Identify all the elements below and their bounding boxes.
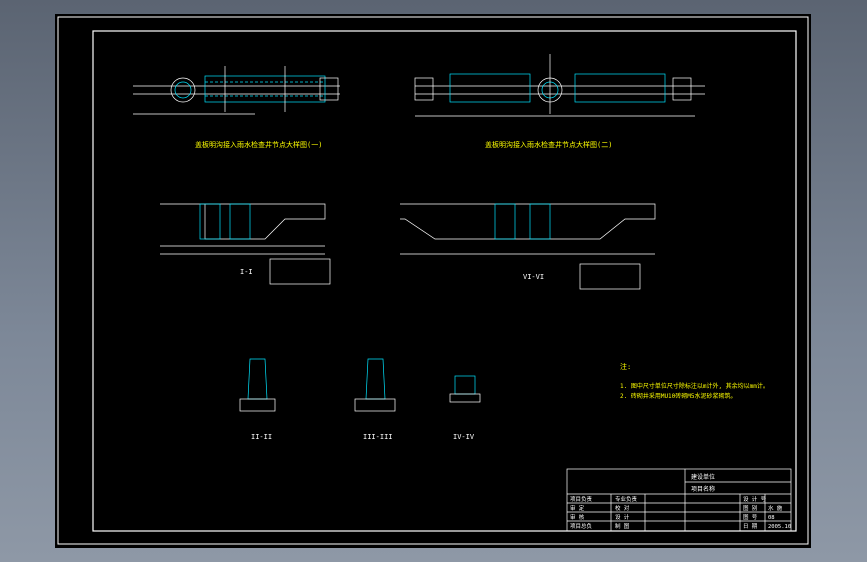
section-view-4 <box>449 375 481 403</box>
tb-cell: 设 计 <box>615 513 630 521</box>
section2-title: II-II <box>251 433 272 441</box>
drawing-label: 项目名称 <box>691 485 715 493</box>
outer-frame <box>57 16 809 545</box>
note-2: 2. 砖砌井采用MU10砖砌M5水泥砂浆砌筑。 <box>620 392 737 400</box>
section1-title: I-I <box>240 268 253 276</box>
section-view-3 <box>354 358 396 412</box>
tb-cell: 日 期 <box>743 523 758 530</box>
drawing-sheet: 盖板明沟接入雨水检查井节点大样图(一) 盖板明沟接入雨水检查井节点大样图(二) … <box>57 16 809 545</box>
tb-cell: 08 <box>768 515 775 521</box>
note-1: 1. 图中尺寸单位尺寸除标注以m计外, 其余均以mm计。 <box>620 382 769 390</box>
plan1-title: 盖板明沟接入雨水检查井节点大样图(一) <box>195 140 322 149</box>
tb-cell: 图 号 <box>743 513 758 521</box>
plan-view-1 <box>133 66 340 115</box>
inner-frame <box>92 30 797 532</box>
section6-title: VI-VI <box>523 273 544 281</box>
notes-heading: 注: <box>620 362 631 371</box>
tb-cell: 项目负责 <box>570 495 593 503</box>
tb-cell: 校 对 <box>615 504 630 512</box>
tb-cell: 项目总负 <box>570 522 593 530</box>
cad-viewport[interactable]: 盖板明沟接入雨水检查井节点大样图(一) 盖板明沟接入雨水检查井节点大样图(二) … <box>55 14 811 548</box>
tb-cell: 审 定 <box>570 504 585 512</box>
plan2-title: 盖板明沟接入雨水检查井节点大样图(二) <box>485 140 612 149</box>
tb-cell: 审 核 <box>570 513 585 521</box>
title-block <box>566 468 792 532</box>
section-view-2 <box>239 358 276 412</box>
tb-cell: 图 别 <box>743 504 757 512</box>
plan-view-2 <box>414 54 705 117</box>
section-view-1 <box>160 203 331 285</box>
tb-cell: 专业负责 <box>615 495 638 503</box>
tb-cell: 2005.10 <box>768 524 791 530</box>
tb-cell: 制 图 <box>615 522 630 530</box>
section4-title: IV-IV <box>453 433 475 441</box>
section-view-6 <box>400 203 656 290</box>
section3-title: III-III <box>363 433 393 441</box>
project-label: 建设单位 <box>691 473 715 481</box>
tb-cell: 水 施 <box>768 504 783 512</box>
tb-cell: 设 计 号 <box>743 495 767 503</box>
